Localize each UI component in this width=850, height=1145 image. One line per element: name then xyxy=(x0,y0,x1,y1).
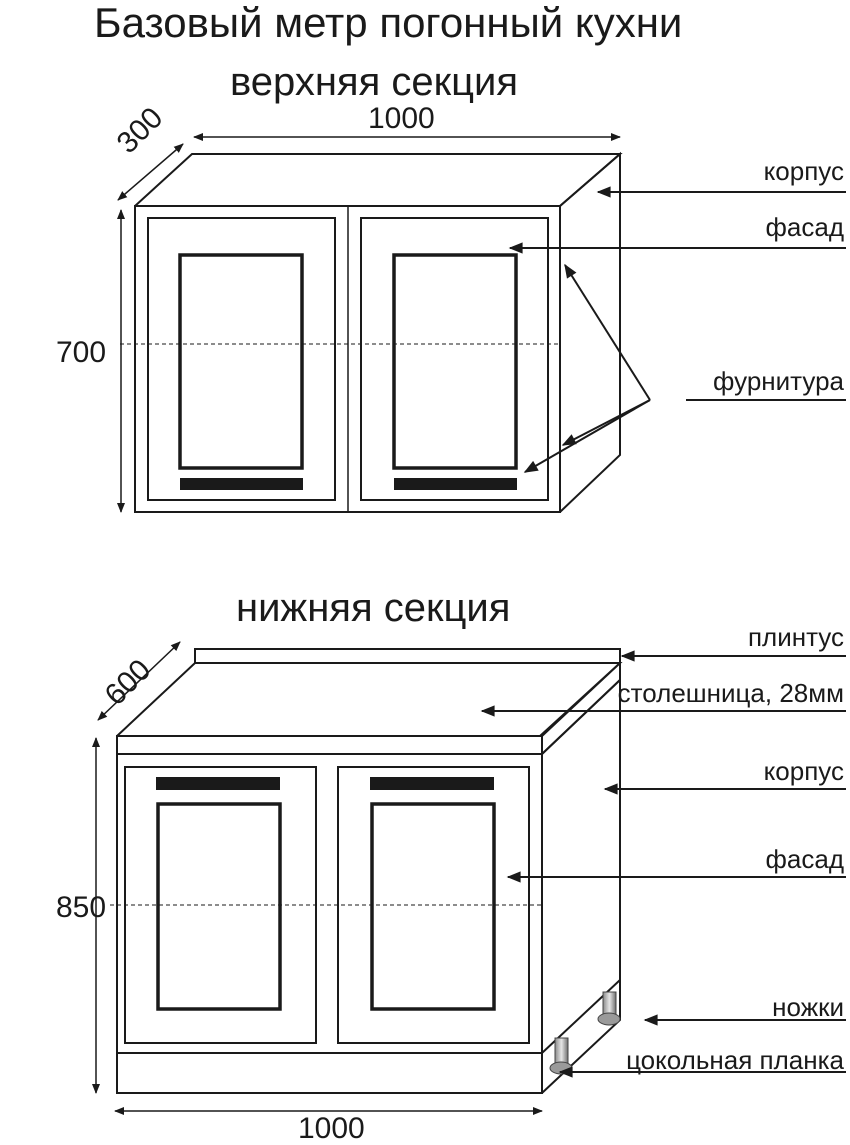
upper-label-fasad: фасад xyxy=(765,212,844,242)
upper-label-furnitura: фурнитура xyxy=(713,366,844,396)
upper-width-dimension: 1000 xyxy=(368,102,435,135)
lower-width-dimension: 1000 xyxy=(298,1112,365,1145)
lower-label-korpus: корпус xyxy=(763,756,844,786)
upper-right-handle xyxy=(394,478,517,490)
lower-cabinet xyxy=(116,648,623,1094)
lower-left-handle xyxy=(156,777,280,790)
lower-section-heading: нижняя секция xyxy=(236,586,511,630)
page-title: Базовый метр погонный кухни xyxy=(94,0,683,46)
upper-label-korpus: корпус xyxy=(763,156,844,186)
lower-label-nozhki: ножки xyxy=(772,992,844,1022)
upper-height-dimension: 700 xyxy=(56,336,107,369)
upper-left-handle xyxy=(180,478,303,490)
lower-right-handle xyxy=(370,777,494,790)
lower-label-fasad: фасад xyxy=(765,844,844,874)
lower-label-cokol: цокольная планка xyxy=(626,1045,844,1075)
cabinet-legs xyxy=(549,991,621,1075)
lower-label-stoleshnica: столешница, 28мм xyxy=(617,678,844,708)
upper-section-heading: верхняя секция xyxy=(230,60,519,104)
lower-label-plintus: плинтус xyxy=(747,622,844,652)
